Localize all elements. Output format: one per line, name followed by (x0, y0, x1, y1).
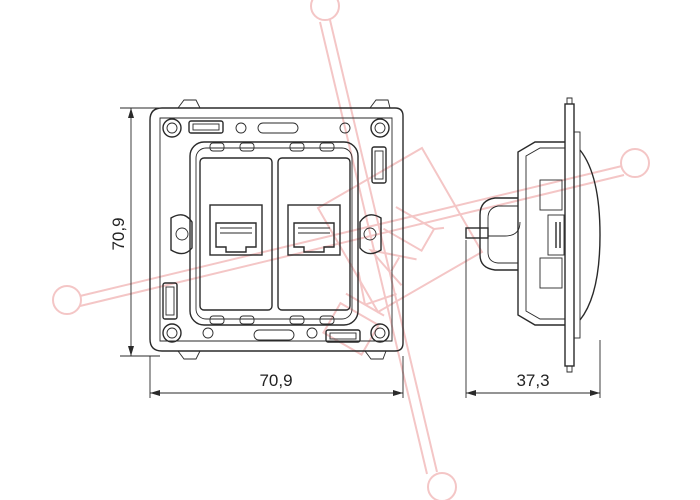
socket-side-body (517, 141, 565, 326)
width-dimension-label: 70,9 (259, 371, 292, 390)
rj45-port-icon (215, 222, 257, 253)
front-view: 70,9 70,9 (109, 99, 404, 398)
rj45-port-icon (293, 222, 335, 253)
side-view: 37,3 (465, 97, 601, 398)
rj45-socket-left (199, 157, 273, 311)
watermark-logo (52, 0, 650, 500)
width-dimension: 70,9 (149, 356, 404, 398)
mounting-frame-outline (149, 107, 404, 352)
depth-dimension: 37,3 (465, 240, 601, 398)
rj45-socket-right (277, 157, 351, 311)
height-dimension-label: 70,9 (109, 217, 128, 250)
depth-dimension-label: 37,3 (516, 371, 549, 390)
socket-module-body (189, 141, 359, 326)
corner-screw-icon (162, 118, 390, 343)
height-dimension: 70,9 (109, 107, 160, 357)
